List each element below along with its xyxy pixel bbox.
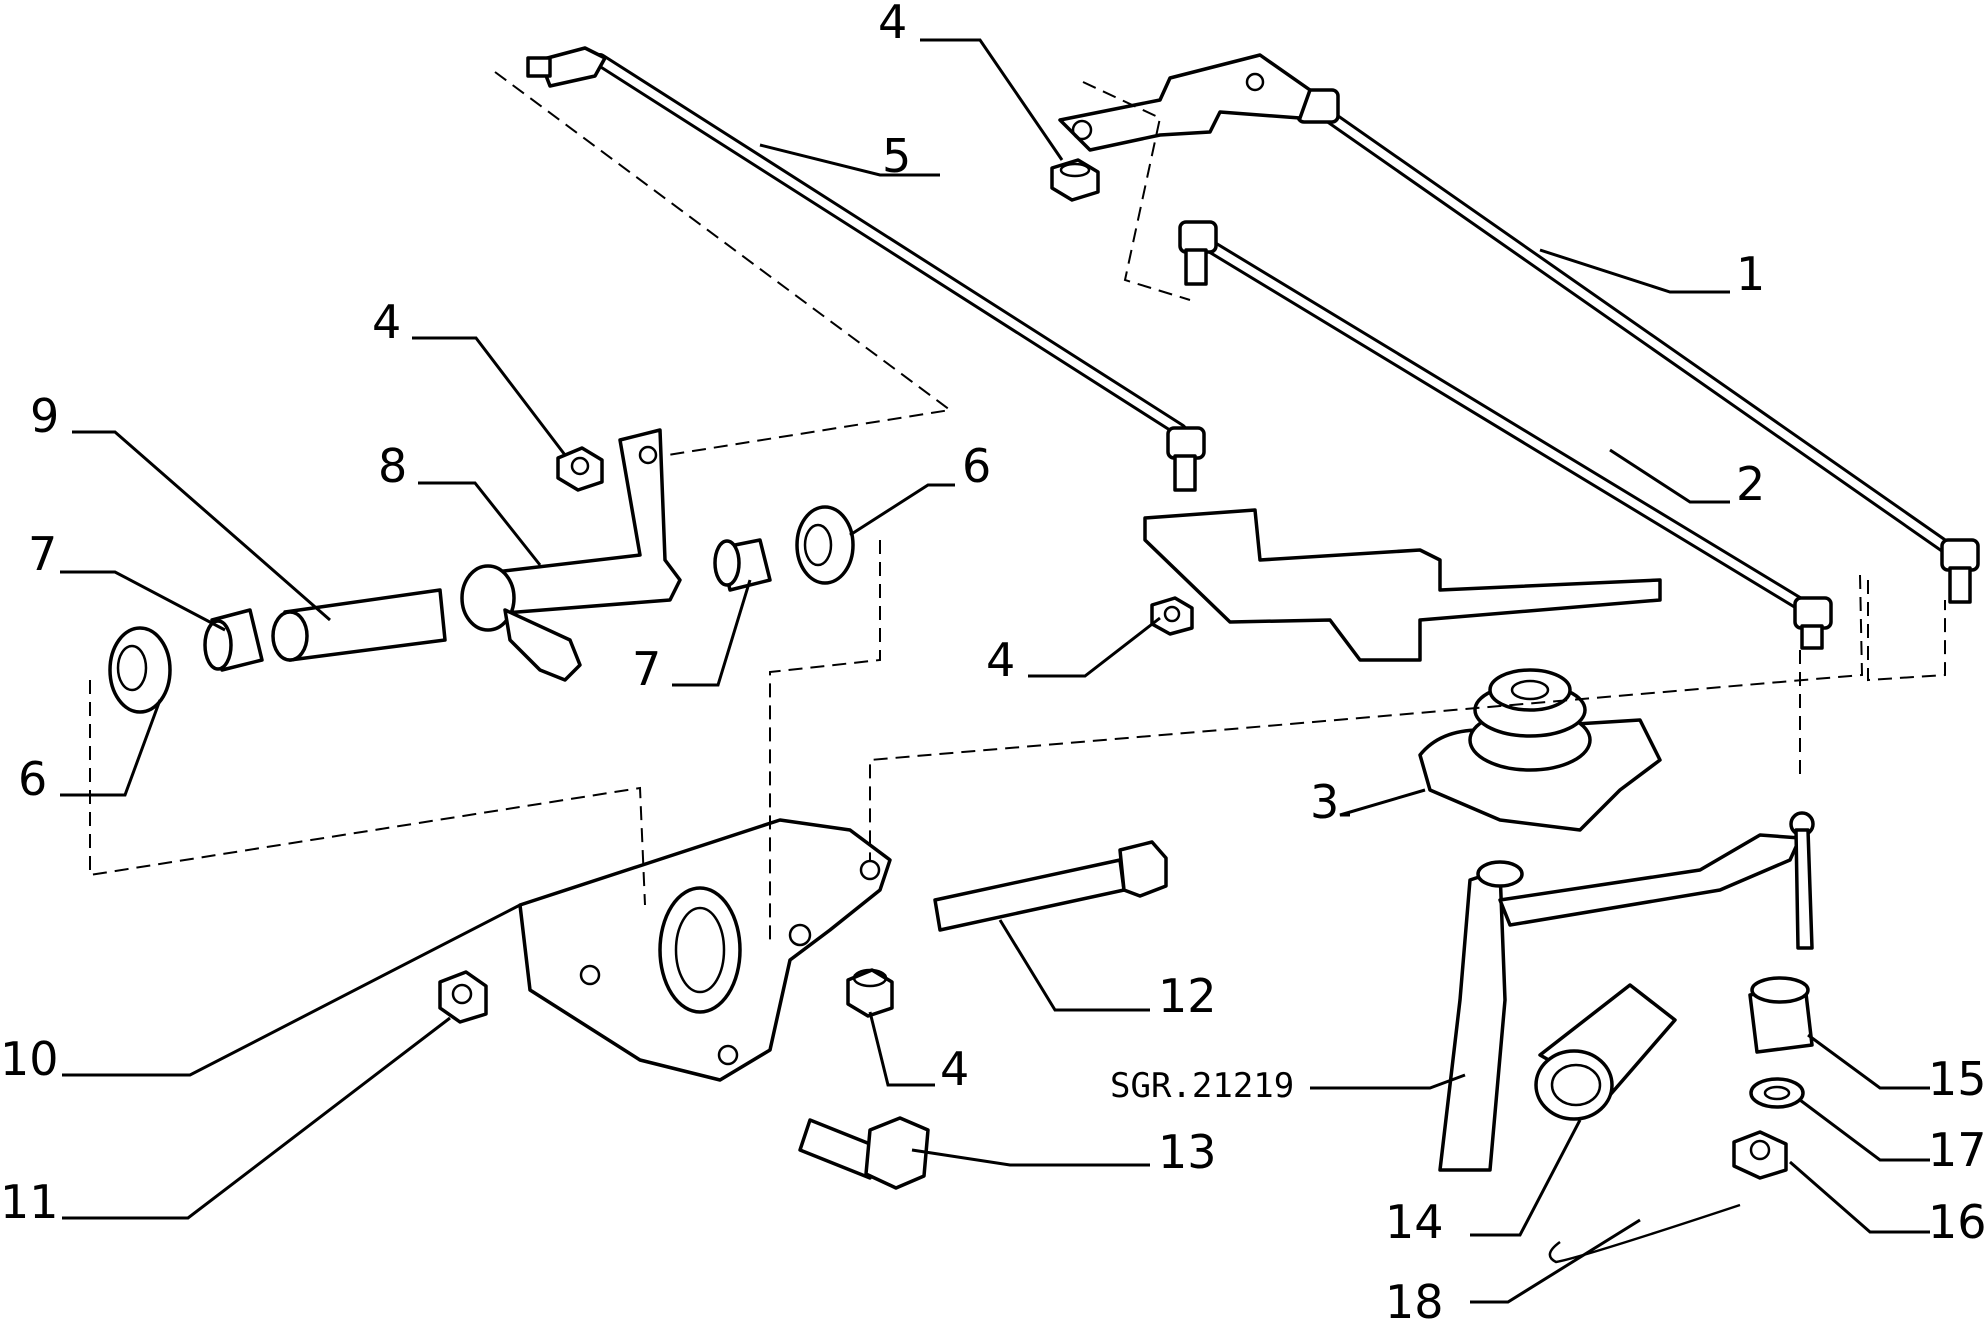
bushing-7-right [713,538,772,592]
washer-17 [1749,1077,1805,1109]
callout-7a: 7 [28,527,226,632]
rod-1 [1296,88,1980,604]
assembly-lines [89,71,1946,940]
top-bracket [1058,53,1312,152]
callout-14: 14 [1385,1119,1582,1249]
callout-4a-label: 4 [878,0,907,49]
grommet-6-right [795,505,855,585]
callout-5: 5 [759,129,940,183]
callout-5-label: 5 [882,129,911,183]
callout-6b: 6 [849,439,991,537]
boot-14 [1534,983,1677,1121]
bolt-12 [933,840,1168,932]
callout-4d: 4 [868,1011,969,1096]
callout-6a-label: 6 [18,752,47,806]
nut-4-a [1050,158,1100,202]
callout-12-label: 12 [1158,969,1217,1023]
nut-4-c [1150,596,1194,636]
callout-15-label: 15 [1928,1052,1986,1106]
bushing-7-left [203,608,264,672]
callout-2: 2 [1609,448,1765,511]
callout-4b: 4 [372,295,567,456]
callout-10: 10 [0,903,521,1086]
callout-17: 17 [1799,1098,1986,1177]
callout-8: 8 [378,439,542,566]
reference-code: SGR.21219 [1110,1066,1466,1106]
callout-8-label: 8 [378,439,407,493]
bushing-15 [1748,976,1814,1054]
nut-11 [438,970,488,1024]
callout-18-label: 18 [1385,1275,1444,1322]
callout-2-label: 2 [1736,457,1765,511]
callout-17-label: 17 [1928,1123,1986,1177]
callout-13: 13 [911,1125,1217,1179]
callout-15: 15 [1807,1033,1986,1106]
callout-4a: 4 [878,0,1064,161]
bolt-13 [798,1116,930,1190]
callout-14-label: 14 [1385,1195,1444,1249]
rod-5 [526,46,1206,492]
callout-1-label: 1 [1736,247,1765,301]
split-pin-18 [1548,1203,1741,1264]
callout-6a: 6 [18,699,162,806]
grommet-6-left [108,626,172,714]
callout-16: 16 [1789,1160,1986,1249]
callout-9-label: 9 [30,389,59,443]
pivot-lever-8 [460,428,682,682]
gear-lever [1438,811,1815,1172]
callout-1: 1 [1539,247,1765,301]
callout-4c: 4 [986,616,1161,687]
rubber-mount-3 [1418,668,1662,832]
nut-16 [1732,1130,1788,1180]
callout-16-label: 16 [1928,1195,1986,1249]
callout-7b: 7 [632,579,752,696]
nut-4-b [556,446,604,492]
reference-code-label: SGR.21219 [1110,1066,1294,1106]
support-bracket-10 [518,818,892,1082]
callout-4b-label: 4 [372,295,401,349]
sleeve-9 [271,588,447,662]
callout-7a-label: 7 [28,527,57,581]
callout-3: 3 [1310,775,1426,829]
nut-4-d [846,968,894,1018]
callout-4d-label: 4 [940,1042,969,1096]
callout-13-label: 13 [1158,1125,1217,1179]
callout-11: 11 [0,1016,451,1229]
callout-9: 9 [30,389,331,622]
callout-12: 12 [998,919,1217,1023]
callout-18: 18 [1385,1218,1641,1327]
rod-2 [1178,220,1833,650]
callout-6b-label: 6 [962,439,991,493]
callout-10-label: 10 [0,1032,59,1086]
mount-bracket [1143,508,1662,662]
callout-11-label: 11 [0,1175,59,1229]
callout-4c-label: 4 [986,633,1015,687]
callout-7b-label: 7 [632,642,661,696]
callout-3-label: 3 [1310,775,1339,829]
